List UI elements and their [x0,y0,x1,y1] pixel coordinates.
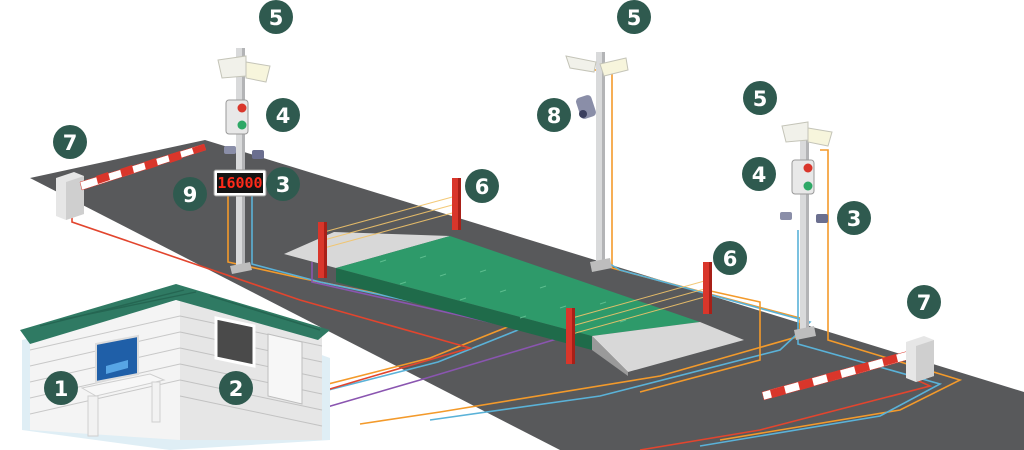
sensor-post-far-right [452,178,461,230]
floodlight-right [781,121,833,147]
floodlight-center [565,55,629,77]
traffic-light-left [225,99,249,135]
svg-text:5: 5 [269,6,284,30]
sensor-post-near-left [566,308,575,364]
weighbridge-platform [336,236,700,336]
wire-blue-far [429,263,812,421]
pole-center [590,52,612,272]
callout-badge-lamp-center: 5 [617,0,651,34]
camera-right [780,212,828,223]
overview-camera [576,95,596,119]
callout-badge-barrier-right: 7 [907,285,941,319]
camera-left [224,146,264,159]
svg-text:5: 5 [753,87,768,111]
callout-badge-camera-left: 3 [266,167,300,201]
wire-red-long [71,214,473,399]
callout-badge-sensor-near: 6 [713,241,747,275]
svg-text:6: 6 [723,247,738,271]
traffic-light-right [791,159,815,195]
platform-texture [379,255,627,323]
sensor-post-near-right [703,262,712,314]
callout-badge-sensor-far: 6 [465,169,499,203]
svg-text:2: 2 [229,377,244,401]
barrier-left [56,143,207,220]
callout-badge-traffic-light-right: 4 [742,157,776,191]
weight-display: 16000 [213,169,267,197]
svg-text:3: 3 [276,173,291,197]
svg-text:9: 9 [183,183,198,207]
control-room-door [267,333,303,405]
callout-badge-lamp-right: 5 [743,81,777,115]
weight-display-value: 16000 [217,174,262,192]
callout-badge-overview-camera: 8 [537,98,571,132]
callout-badge-lamp-left: 5 [259,0,293,34]
svg-text:5: 5 [627,6,642,30]
svg-text:7: 7 [917,291,932,315]
computer-monitor [95,334,139,384]
svg-text:1: 1 [54,377,69,401]
wire-red-barrier [639,377,933,450]
platform-side [336,268,592,350]
callout-badge-display: 9 [173,177,207,211]
svg-text:7: 7 [63,131,78,155]
svg-text:4: 4 [276,104,291,128]
floodlight-left [217,55,271,83]
pole-left [230,48,252,274]
svg-text:4: 4 [752,163,767,187]
callout-badge-printer: 2 [219,371,253,405]
computer-desk [80,373,166,437]
callout-badges: 1 2 3 3 4 4 5 5 5 6 6 7 7 8 9 [44,0,941,405]
barrier-right [761,336,934,401]
control-room [20,284,330,450]
pole-right [794,130,816,340]
callout-badge-barrier-left: 7 [53,125,87,159]
svg-text:6: 6 [475,175,490,199]
wire-orange-sensor [639,289,761,393]
approach-ramp-near [592,322,744,372]
callout-badge-camera-right: 3 [837,201,871,235]
wire-blue-right [699,230,943,447]
sensor-post-far-left [318,222,327,278]
sensor-beams [323,195,709,335]
approach-ramp-near-edge [592,336,628,376]
callout-badge-computer: 1 [44,371,78,405]
callout-badge-traffic-light-left: 4 [266,98,300,132]
control-room-window [214,316,256,368]
svg-text:3: 3 [847,207,862,231]
svg-text:8: 8 [547,104,562,128]
